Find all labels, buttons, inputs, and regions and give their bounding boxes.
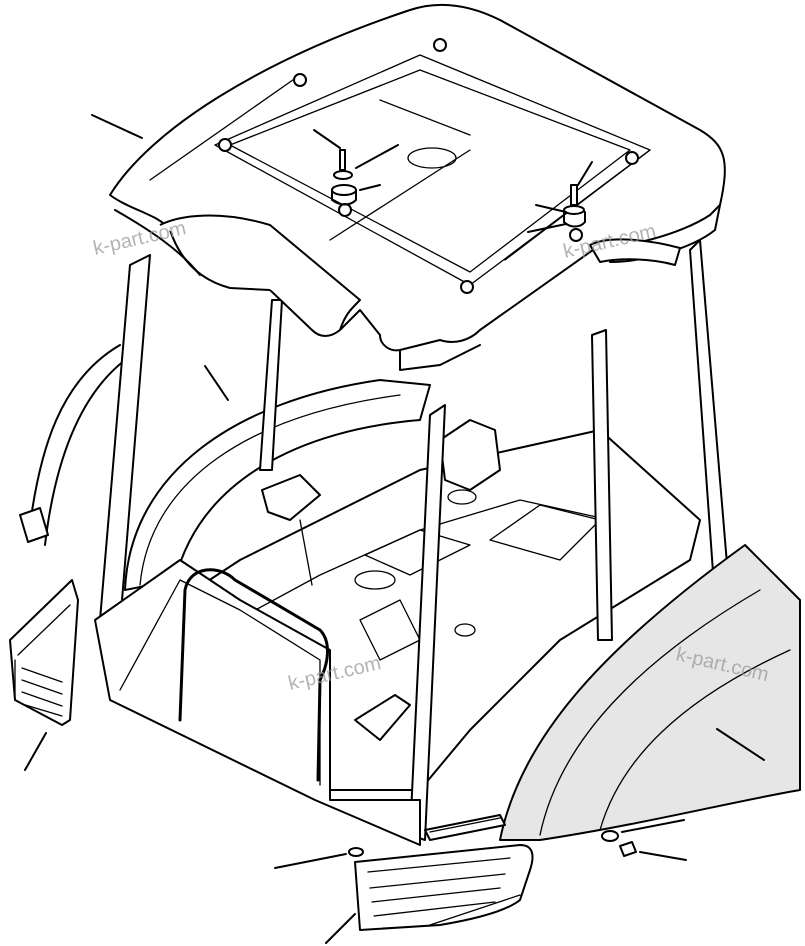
post-right-rear <box>591 329 613 641</box>
leader-fender-hw-2 <box>639 851 687 861</box>
leader-lines <box>24 114 765 944</box>
cab-frame <box>19 239 801 846</box>
leader-roof-hw-4 <box>577 161 593 186</box>
handrail-front <box>178 568 329 782</box>
fender-right <box>499 544 801 841</box>
step-fastener <box>348 847 364 857</box>
roof-mount-hardware-right <box>563 184 586 228</box>
leader-roof-hw-2 <box>355 144 399 169</box>
leader-frame <box>204 365 229 401</box>
post-rear-corner <box>689 239 731 601</box>
fender-fasteners <box>601 830 637 857</box>
leader-roof-hw-5 <box>535 204 567 213</box>
leader-step-right <box>325 913 356 944</box>
handrail-rear <box>29 344 126 546</box>
leader-roof-hw-6 <box>527 223 567 233</box>
roof-hatch-dome <box>407 147 457 169</box>
step-panel-left <box>9 579 79 726</box>
door-frame <box>94 559 421 846</box>
step-panel-right <box>354 844 534 931</box>
leader-roof <box>91 114 143 139</box>
leader-roof-hw-3 <box>359 184 381 191</box>
leader-roof-hw-1 <box>313 129 341 149</box>
leader-fender <box>716 728 765 761</box>
roof-mount-hardware-left <box>331 149 357 206</box>
leader-step-left <box>24 732 47 771</box>
roof-assembly <box>109 3 726 371</box>
leader-fender-hw-1 <box>621 819 685 833</box>
leader-step-fastener <box>274 853 347 869</box>
